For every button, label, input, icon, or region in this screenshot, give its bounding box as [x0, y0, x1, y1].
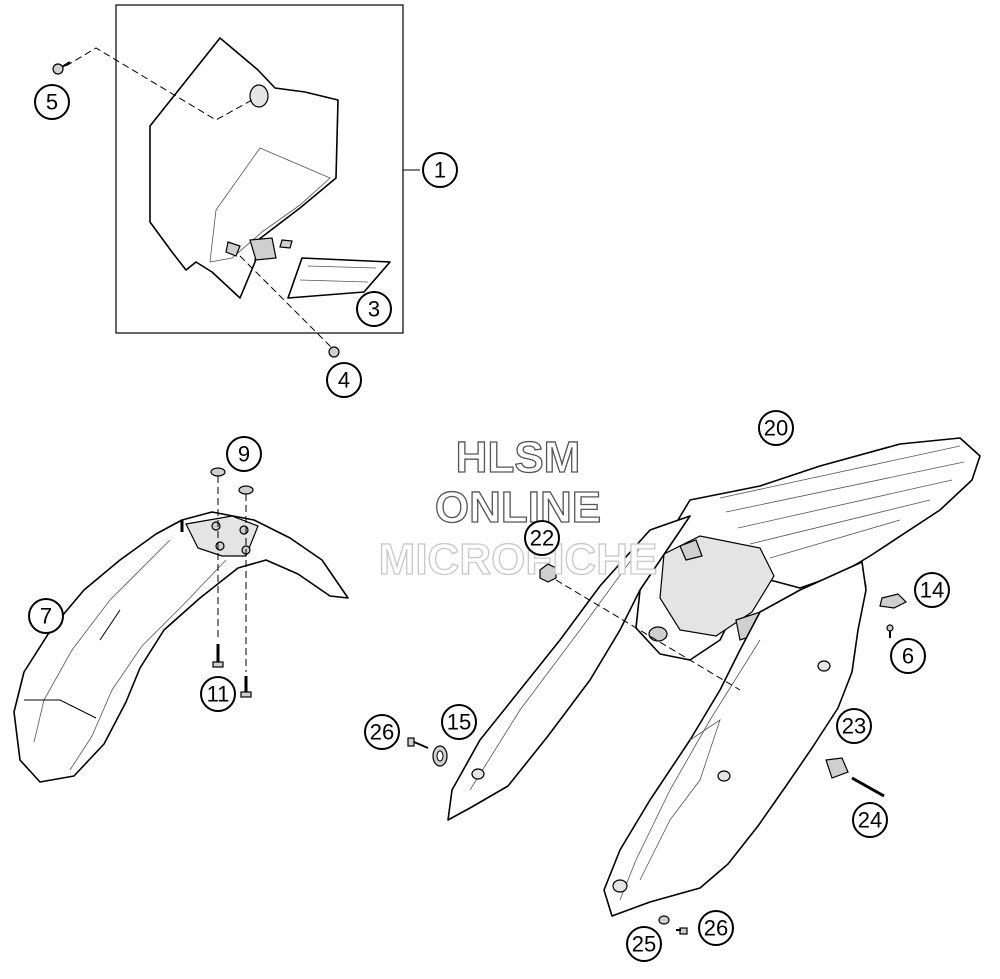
rear-fender-opening [659, 535, 775, 637]
fender-hole-3 [215, 541, 225, 551]
callout-22: 22 [524, 520, 560, 556]
screw-6 [886, 624, 894, 638]
rear-fender-ribs [719, 445, 965, 559]
number-plate-tab [249, 237, 277, 261]
screw-4 [328, 346, 340, 358]
callout-11-label: 11 [207, 682, 230, 707]
side-panel-right-hole-1 [817, 660, 831, 672]
callout-26b: 26 [698, 910, 734, 946]
side-panel-left-hole [471, 768, 485, 780]
washer-9a [210, 467, 226, 477]
callout-26b-label: 26 [704, 916, 728, 941]
callout-25: 25 [626, 926, 662, 962]
callout-1: 1 [422, 152, 458, 188]
grommet-15 [432, 745, 448, 767]
callout-26a: 26 [364, 714, 400, 750]
front-fender [13, 511, 349, 783]
bolt-11b [240, 676, 252, 698]
washer-25 [658, 915, 670, 925]
number-plate-hole [249, 84, 269, 108]
side-panel-right-hole-2 [717, 770, 731, 782]
dash-screw-5 [65, 47, 253, 121]
bolt-11a [212, 644, 224, 668]
callout-5: 5 [34, 84, 70, 120]
callout-14: 14 [914, 572, 950, 608]
callout-1-label: 1 [434, 158, 446, 183]
callout-6: 6 [890, 638, 926, 674]
callout-7-label: 7 [40, 604, 52, 629]
callout-20-label: 20 [764, 416, 788, 441]
callout-7: 7 [28, 598, 64, 634]
spacer-23 [825, 757, 849, 779]
front-fender-group [13, 467, 349, 783]
callout-24: 24 [852, 802, 888, 838]
callout-4-label: 4 [338, 368, 350, 393]
side-panel-right [603, 561, 867, 917]
callout-9-label: 9 [238, 442, 250, 467]
callout-23-label: 23 [842, 714, 866, 739]
callout-4: 4 [326, 362, 362, 398]
watermark-line-2: ONLINE [435, 483, 601, 532]
fender-hole-2 [239, 525, 249, 535]
decal-sticker-line [299, 265, 377, 283]
number-plate-group [52, 4, 420, 358]
front-fender-line-3 [24, 609, 121, 719]
rear-fender-bracket-1 [679, 539, 703, 561]
screw-26a [407, 737, 429, 749]
side-panel-right-hole-3 [612, 879, 628, 893]
callout-24-label: 24 [858, 808, 882, 833]
side-panel-left-line [469, 547, 641, 791]
watermark-line-3: MICROFICHE [379, 535, 658, 584]
washer-9b [238, 485, 254, 495]
watermark-line-1: HLSM [456, 433, 581, 482]
callout-5-label: 5 [46, 90, 58, 115]
nut-22 [539, 563, 557, 583]
callout-25-label: 25 [632, 932, 656, 957]
side-panel-right-line-1 [619, 639, 761, 901]
callout-11: 11 [200, 676, 236, 712]
callout-15: 15 [441, 704, 477, 740]
number-plate-clip [225, 241, 241, 257]
callout-6-label: 6 [902, 644, 914, 669]
number-plate-clip-2 [279, 239, 293, 249]
rear-fender-group [407, 437, 981, 935]
rear-fender-lug [648, 626, 668, 642]
callout-14-label: 14 [920, 578, 944, 603]
callout-3-label: 3 [368, 297, 380, 322]
callout-3: 3 [356, 291, 392, 327]
side-panel-left [447, 515, 691, 821]
side-panel-right-line-2 [639, 719, 721, 881]
callout-9: 9 [226, 436, 262, 472]
number-plate-inner [209, 147, 331, 263]
watermark: HLSM ONLINE MICROFICHE [378, 432, 658, 584]
bolt-24 [851, 776, 885, 798]
front-fender-line-1 [33, 539, 171, 743]
number-plate [149, 37, 339, 299]
callout-20: 20 [758, 410, 794, 446]
callout-23: 23 [836, 708, 872, 744]
callout-26a-label: 26 [370, 720, 394, 745]
fender-hole-1 [211, 521, 221, 531]
screw-26b [676, 927, 688, 935]
dash-22 [555, 579, 741, 691]
callout-15-label: 15 [447, 710, 471, 735]
grommet-14 [879, 593, 908, 609]
screw-5 [52, 61, 71, 75]
number-plate-group-box [115, 4, 404, 334]
callout-22-label: 22 [530, 526, 554, 551]
front-fender-line-2 [69, 559, 227, 771]
